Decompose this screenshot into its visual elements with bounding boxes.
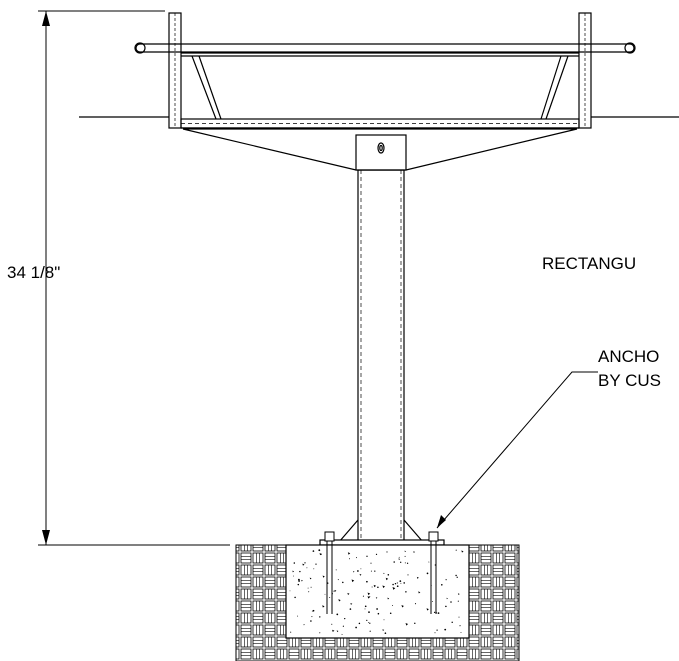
anchor-leader (436, 371, 598, 529)
rectangular-tube-callout: RECTANGU (542, 254, 637, 273)
anchor-callout-line1: ANCHO (598, 347, 660, 366)
dimension-line (38, 10, 230, 546)
anchor-bolts (324, 531, 439, 614)
bolt-hole (377, 142, 385, 154)
anchor-callout-line2: BY CUS (598, 371, 661, 390)
concrete-footing (285, 544, 470, 639)
top-frame (79, 12, 679, 171)
arrow-top (42, 11, 50, 26)
arrow-bottom (42, 530, 50, 545)
column (319, 134, 445, 546)
dimension-label: 34 1/8" (7, 263, 61, 282)
foundation (235, 544, 520, 661)
